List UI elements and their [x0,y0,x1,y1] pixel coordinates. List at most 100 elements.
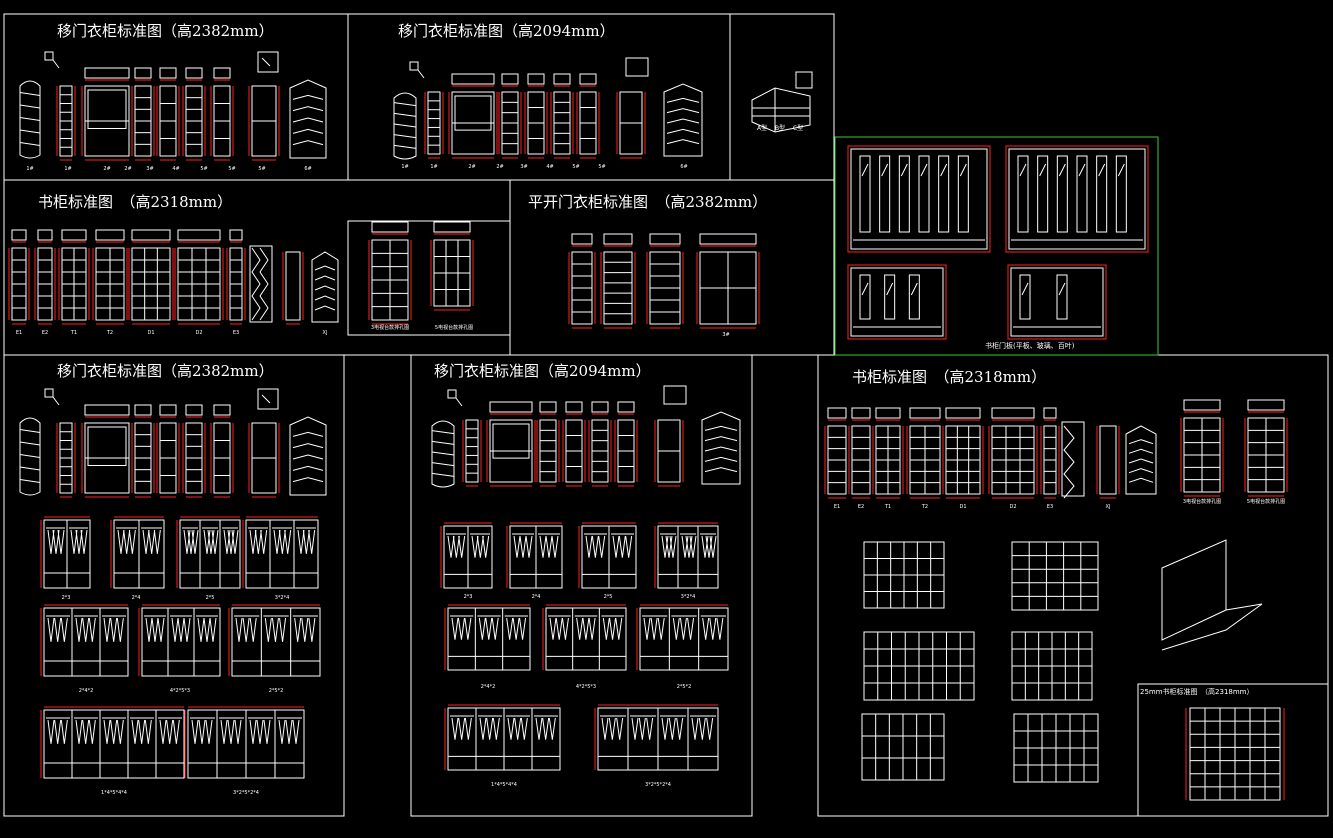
title-p5: 平开门衣柜标准图 （高2382mm） [528,193,767,211]
caption-p4: XJ [323,330,328,336]
door-leaf [908,274,920,320]
isometric-top [795,71,813,89]
panel-frames [3,13,1329,817]
wardrobe-interior [639,607,729,671]
cabinet-elevation [427,91,441,155]
door-leaf [1017,155,1029,233]
door-sheet [847,264,947,340]
corner-plan-symbol [257,388,279,410]
caption-p3: A型 [757,124,767,132]
wardrobe-interior [545,607,627,671]
caption-p4: D1 [147,330,154,336]
caption-p8: 4*2*5*3 [576,684,596,690]
highlight-frame [834,136,1159,356]
door-leaf [859,274,871,320]
door-leaf [859,155,871,233]
isometric-cabinet [751,87,811,133]
door-sheet [847,145,991,253]
wardrobe-interior [231,607,321,677]
caption-p7: 2*5*2 [269,688,284,694]
caption-p7: 4*2*5*3 [170,688,190,694]
door-swing-symbol [447,389,463,407]
wardrobe-interior [245,519,319,589]
corner-cabinet [289,79,327,159]
caption-p4: T1 [70,330,77,336]
lattice-shelf [251,247,269,321]
caption-p1: 1# [26,166,33,172]
wardrobe-interior [43,709,185,779]
corner-plan-symbol [625,57,649,77]
caption-p2: 6# [680,164,687,170]
caption-p9: E3 [1047,504,1053,510]
caption-p9: D2 [1009,504,1016,510]
caption-p8: 3*2*4 [681,594,696,600]
door-leaf [898,155,910,233]
panel-frame [410,354,753,817]
door-leaf [918,155,930,233]
caption-p2: 5# [598,164,605,170]
door-swing-symbol [409,61,425,79]
title-p1: 移门衣柜标准图（高2382mm） [57,22,274,40]
caption-p1: 1# [64,166,71,172]
caption-p7: 2*4*2 [79,688,94,694]
caption-p2: 4# [546,164,553,170]
door-leaf [879,155,891,233]
caption-p3: C型 [793,124,803,132]
door-leaf [1019,274,1031,320]
caption-p9: XJ [1106,504,1111,510]
caption-p1: 2# [103,166,110,172]
cabinet-drawings [8,51,1288,801]
wardrobe-interior [43,607,129,677]
cabinet-elevation [1099,425,1117,495]
caption-p2: 3# [520,164,527,170]
door-leaf [1056,274,1068,320]
caption-p4: D2 [195,330,202,336]
door-leaf [1056,155,1068,233]
round-shelf [19,417,41,496]
panel-frame [729,13,835,181]
corner-cabinet [663,83,703,157]
caption-p8: 1*4*5*4*4 [491,782,517,788]
panel-frame [3,354,345,817]
door-leaf [938,155,950,233]
corner-plan-symbol [257,51,279,73]
door-sheet [1005,145,1149,253]
wardrobe-interior [179,519,241,589]
title-p8: 移门衣柜标准图（高2094mm） [434,362,651,380]
caption-p2: 2# [468,164,475,170]
caption-p2: 5# [572,164,579,170]
caption-p8: 3*2*5*2*4 [645,782,671,788]
cabinet-elevation [285,251,301,321]
corner-cabinet [1125,425,1157,495]
door-swing-symbol [44,51,60,69]
caption-p1: 2# [124,166,131,172]
caption-p8: 2*5*2 [677,684,692,690]
door-leaf [884,274,896,320]
wardrobe-interior [447,607,531,671]
caption-p9: E2 [858,504,864,510]
caption-p9: D1 [959,504,966,510]
title-p9: 书柜标准图 （高2318mm） [852,368,1046,386]
bookcase-door-grid [1011,541,1099,611]
corner-cabinet [311,251,339,323]
caption-p7: 2*3 [62,595,71,601]
caption-p7: 3*2*4 [275,595,290,601]
caption-p3: B型 [775,124,785,132]
title-p4: 书柜标准图 （高2318mm） [38,193,232,211]
caption-p7: 1*4*5*4*4 [101,790,127,796]
title-p7: 移门衣柜标准图（高2382mm） [57,362,274,380]
caption-p1: 6# [304,166,311,172]
caption-p1: 5# [258,166,265,172]
caption-p2: 2# [496,164,503,170]
door-leaf [1076,155,1088,233]
isometric-bookcase [1161,539,1263,651]
caption-p7: 2*5 [206,595,215,601]
round-shelf [19,80,41,159]
caption-p9: T2 [921,504,928,510]
caption-p7: 2*4 [132,595,141,601]
title-p9-sub: 25mm书柜标准图 （高2318mm） [1140,687,1254,696]
caption-p7: 3*2*5*2*4 [233,790,259,796]
panel-frame [817,354,1329,817]
caption-p1: 4# [172,166,179,172]
